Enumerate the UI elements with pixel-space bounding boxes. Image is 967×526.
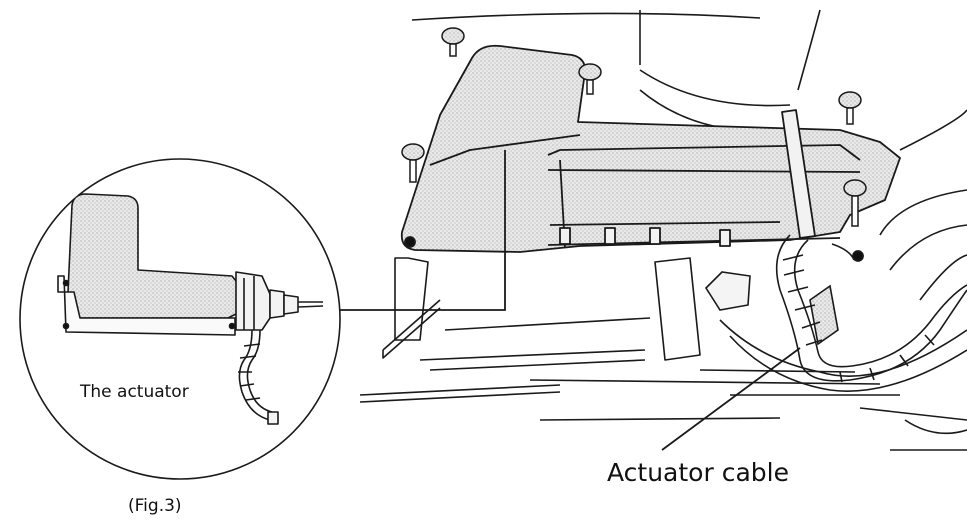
actuator-cover <box>400 44 901 262</box>
actuator-inset-label: The actuator <box>80 382 189 402</box>
actuator-cable <box>719 234 967 392</box>
connector-icon <box>704 271 839 346</box>
bolt-icon <box>401 27 867 227</box>
actuator-cable-label: Actuator cable <box>607 458 789 487</box>
figure-caption: (Fig.3) <box>128 496 182 516</box>
callout-leader-lines <box>330 150 801 451</box>
actuator-inset <box>19 158 341 480</box>
machine-frame <box>359 9 967 451</box>
